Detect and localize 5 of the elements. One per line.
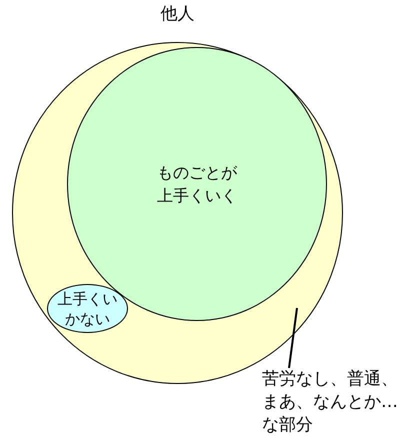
region-label: ものごとが上手くいく (156, 162, 238, 207)
region-label: 上手くいかない (56, 288, 118, 328)
circle-heading: 他人 (160, 4, 194, 24)
leader-line (288, 308, 298, 368)
callout-text: 苦労なし、普通、まあ、なんとか…な部分 (262, 368, 399, 437)
